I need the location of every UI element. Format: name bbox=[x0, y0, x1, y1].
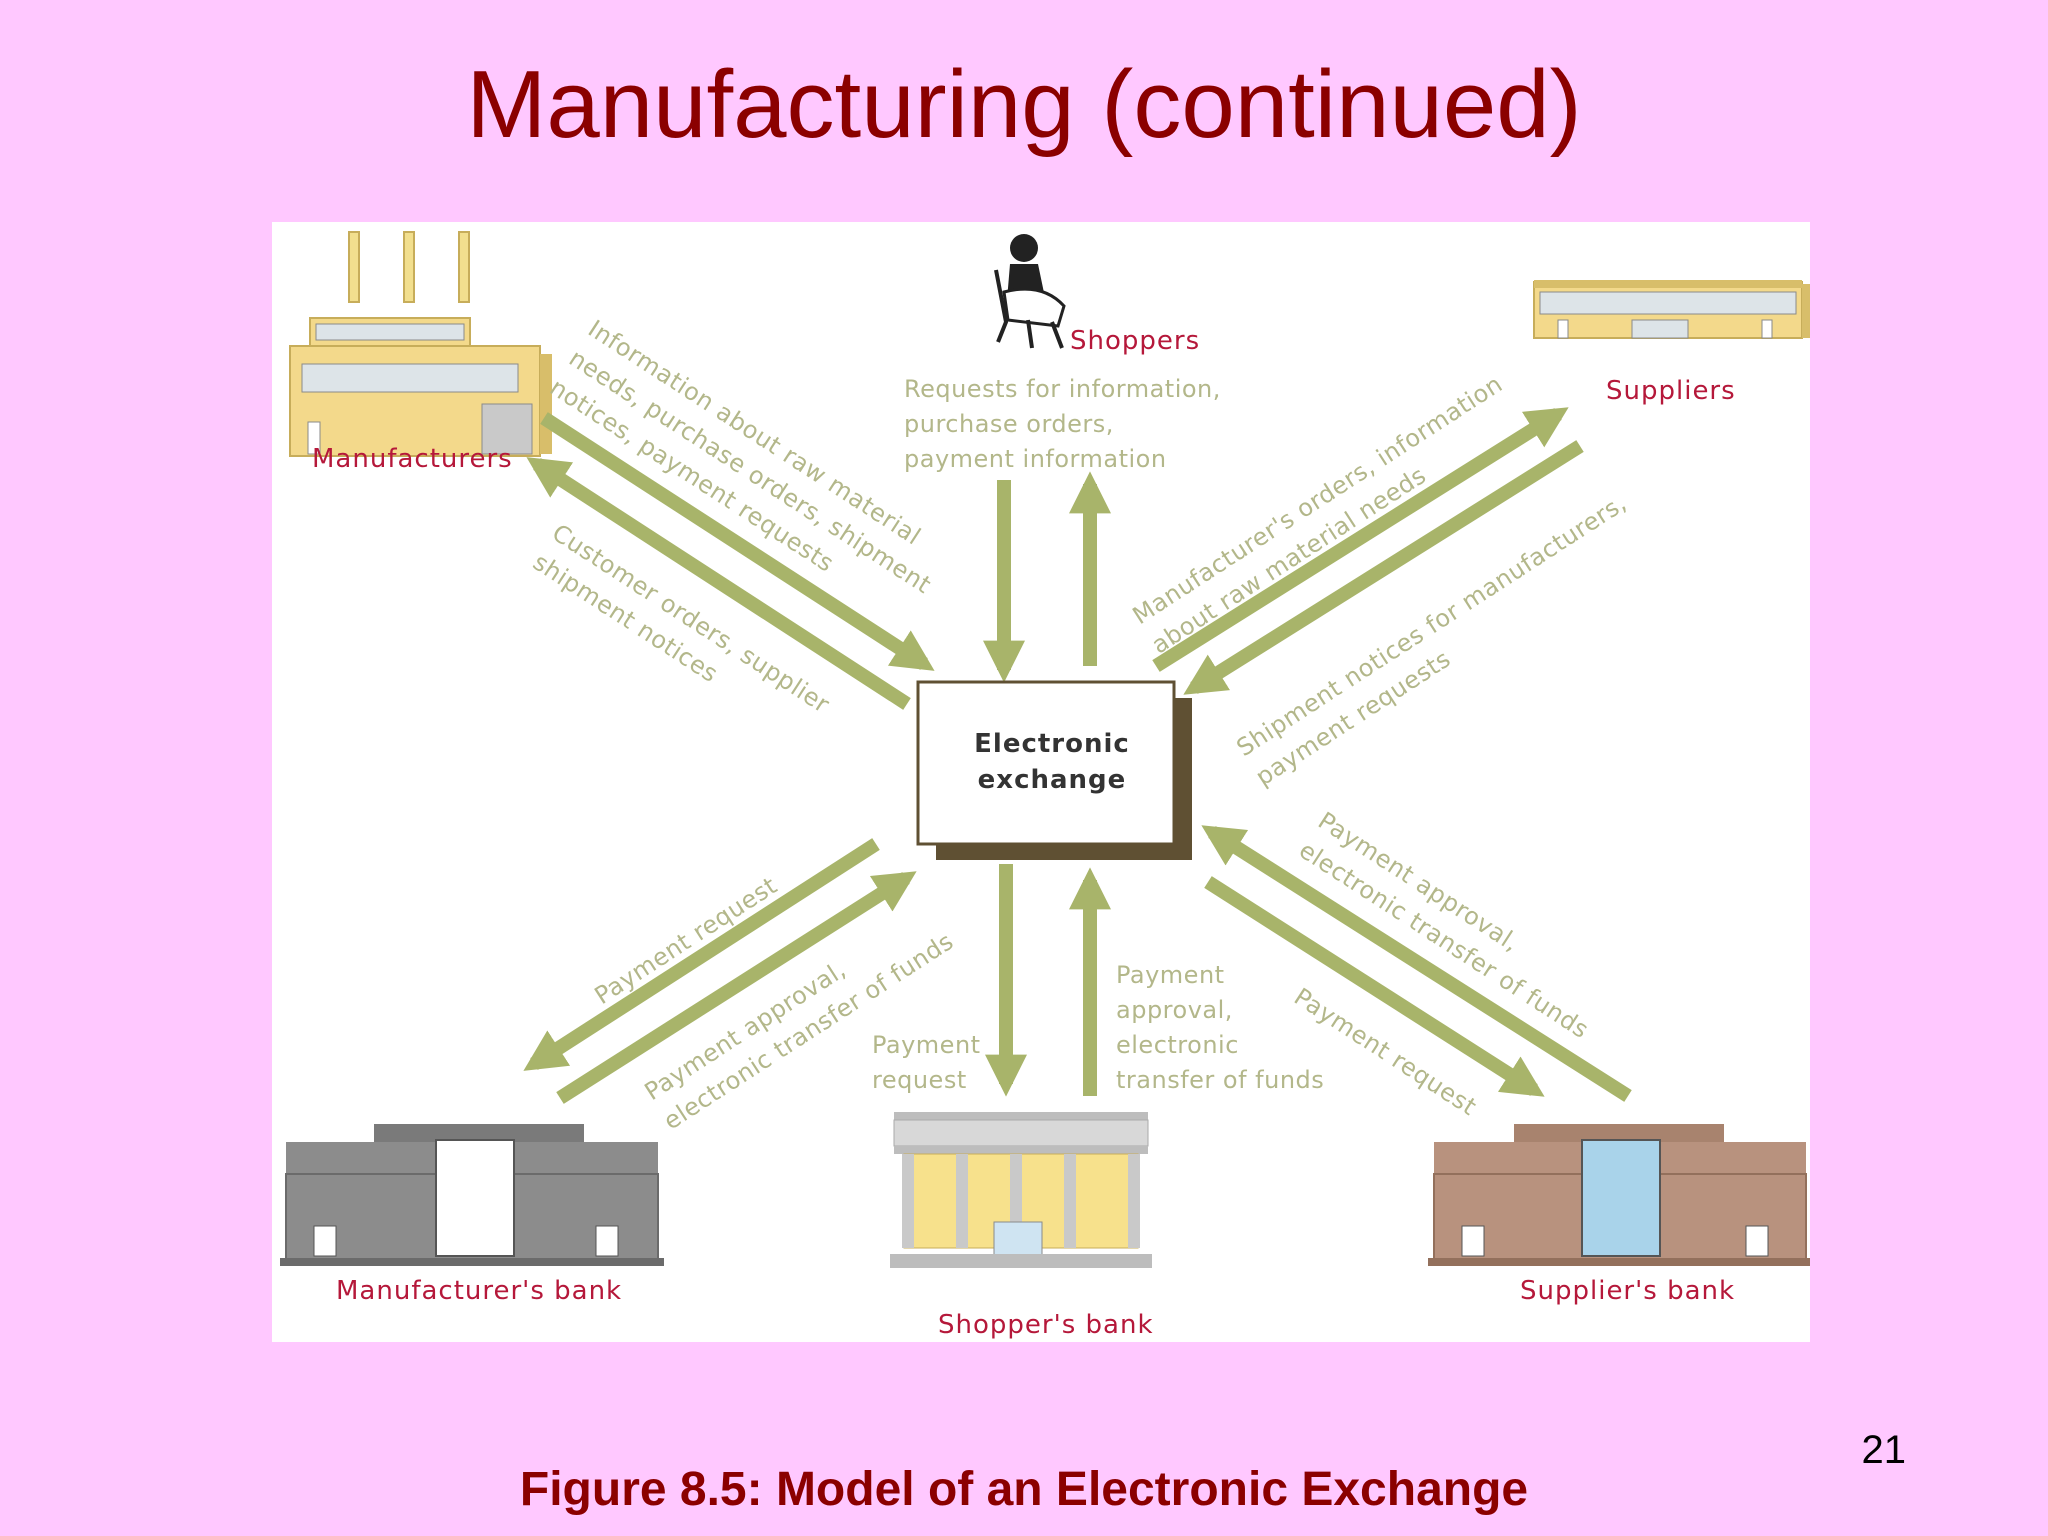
arrow-mfr-to-exchange bbox=[540, 412, 935, 671]
factory-icon bbox=[289, 231, 552, 457]
arrow-exchange-to-mfr-bank bbox=[523, 838, 880, 1071]
suppliers-bank-building bbox=[1428, 1124, 1810, 1266]
flow-label-shoppers: Requests for information, purchase order… bbox=[904, 375, 1221, 473]
exchange-label-line1: Electronic bbox=[974, 729, 1130, 759]
flow-label-sbank-in: Payment approval, electronic transfer of… bbox=[1116, 961, 1325, 1094]
label-shoppers-bank: Shopper's bank bbox=[938, 1310, 1154, 1340]
arrow-supbank-to-exchange bbox=[1201, 825, 1632, 1102]
arrow-suppliers-to-exchange bbox=[1183, 440, 1584, 695]
label-shoppers: Shoppers bbox=[1070, 326, 1201, 356]
label-suppliers-bank: Supplier's bank bbox=[1520, 1276, 1736, 1306]
electronic-exchange-box bbox=[916, 680, 1192, 860]
label-manufacturers: Manufacturers bbox=[312, 444, 513, 474]
arrow-exchange-to-supbank bbox=[1204, 876, 1545, 1097]
warehouse-icon bbox=[1533, 280, 1810, 339]
label-suppliers: Suppliers bbox=[1606, 376, 1736, 406]
arrow-exchange-to-mfr bbox=[526, 457, 911, 710]
arrow-exchange-to-suppliers bbox=[1152, 407, 1569, 672]
figure-caption: Figure 8.5: Model of an Electronic Excha… bbox=[519, 1463, 1529, 1516]
flow-label-sbank-out: Payment request bbox=[872, 1031, 981, 1094]
diagram-panel: Electronic exchange Manufacturers Shoppe… bbox=[272, 222, 1810, 1342]
diagram-graphics bbox=[280, 231, 1810, 1268]
arrow-mfr-bank-to-exchange bbox=[556, 871, 917, 1104]
exchange-label-line2: exchange bbox=[977, 765, 1127, 795]
shopper-icon bbox=[994, 234, 1066, 349]
shoppers-bank-building bbox=[890, 1112, 1152, 1268]
exchange-label: Electronic exchange bbox=[922, 726, 1182, 798]
slide-title: Manufacturing (continued) bbox=[466, 51, 1582, 158]
flow-arrows bbox=[523, 407, 1632, 1104]
label-manufacturers-bank: Manufacturer's bank bbox=[336, 1276, 623, 1306]
page-number: 21 bbox=[1861, 1428, 1907, 1472]
manufacturers-bank-building bbox=[280, 1124, 664, 1266]
